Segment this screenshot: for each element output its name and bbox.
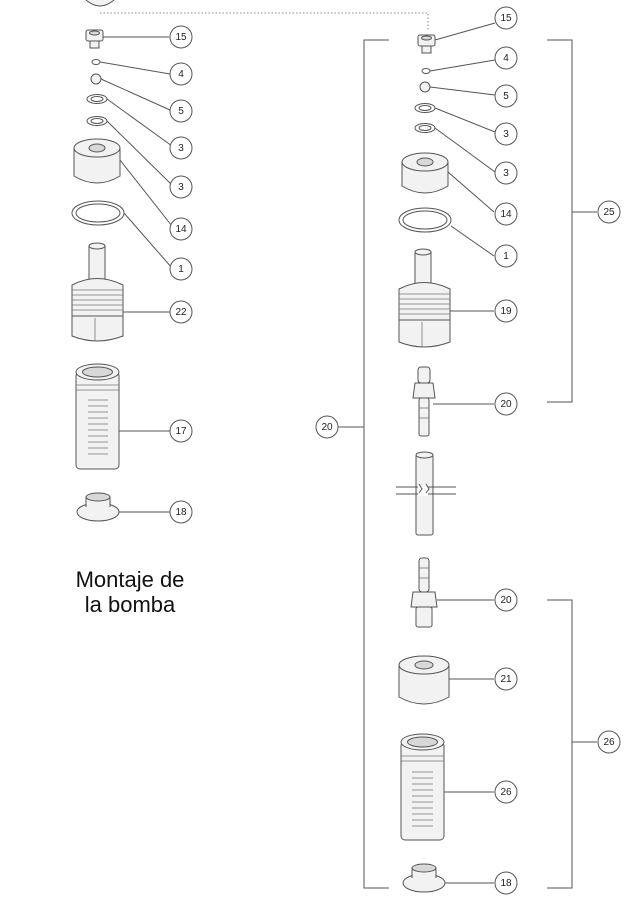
left-callout-3: 3 [169,136,193,160]
right-callout-4: 4 [494,46,518,70]
callout-label: 15 [500,13,512,24]
left-part-foot-cap [76,492,120,522]
left-callout-14: 14 [169,217,193,241]
callout-label: 5 [503,91,509,102]
assembly-title: Montaje de la bomba [40,567,220,617]
callout-label: 3 [503,129,509,140]
callout-label: 26 [500,787,512,798]
dotted-link-line [100,12,429,30]
callout-label: 26 [603,737,615,748]
callout-label: 18 [500,878,512,889]
callout-label: 18 [175,507,187,518]
groups-callout-25: 25 [597,200,621,224]
assembly-title-line-1: Montaje de [75,567,185,592]
right-callout-3: 3 [494,122,518,146]
right-part-cylinder [401,152,449,194]
left-part-large-oring [71,200,125,226]
groups-callout-26: 26 [597,730,621,754]
right-callout-26: 26 [494,780,518,804]
callout-label: 3 [178,182,184,193]
left-part-ball [90,73,102,85]
callout-label: 4 [178,69,184,80]
callout-label: 19 [500,306,512,317]
callout-label: 20 [500,595,512,606]
assembly-title-line-2: la bomba [84,592,176,617]
left-callout-22: 22 [169,300,193,324]
right-callout-19: 19 [494,299,518,323]
callout-label: 5 [178,106,184,117]
left-part-filter-screen [75,363,120,470]
left-part-washer-b [86,116,108,126]
callout-label: 14 [175,224,187,235]
right-callout-14: 14 [494,202,518,226]
right-part-small-oring [421,68,431,74]
right-part-outlet-housing [398,248,451,348]
left-part-valve-seat [85,29,104,49]
callout-label: 1 [178,264,184,275]
callout-label: 3 [503,168,509,179]
left-part-inlet-housing [71,242,124,342]
left-part-cylinder [73,138,121,184]
group-callouts: 20 25 26 [315,200,621,754]
right-part-filter-screen [400,733,445,841]
left-callout-4: 4 [169,62,193,86]
right-callout-18: 18 [494,871,518,895]
group-brackets [338,39,597,889]
left-callout-15: 15 [169,25,193,49]
left-callout-5: 5 [169,99,193,123]
right-part-large-oring [398,207,452,233]
left-leader-lines [99,36,173,513]
callout-label: 21 [500,674,512,685]
top-cutoff-part [85,0,115,7]
callout-label: 4 [503,53,509,64]
left-callout-18: 18 [169,500,193,524]
right-assembly [396,34,456,893]
right-callout-15: 15 [494,6,518,30]
callout-label: 20 [500,399,512,410]
right-part-washer-a [414,103,436,113]
right-callout-1: 1 [494,244,518,268]
callout-label: 1 [503,251,509,262]
groups-callout-20: 20 [315,415,339,439]
right-leader-lines [429,22,496,884]
left-part-small-oring [91,59,101,65]
right-part-washer-b [414,123,436,133]
right-callout-5: 5 [494,84,518,108]
right-part-barb-fitting-lower [410,557,438,628]
callout-label: 3 [178,143,184,154]
callout-label: 25 [603,207,615,218]
right-part-weight [398,655,450,705]
right-part-tube [396,451,456,536]
left-assembly [71,0,429,522]
right-part-barb-fitting-upper [412,366,436,437]
right-callout-20: 20 [494,588,518,612]
right-callout-21: 21 [494,667,518,691]
left-callout-3: 3 [169,175,193,199]
callout-label: 20 [321,422,333,433]
right-callout-3: 3 [494,161,518,185]
callout-label: 15 [175,32,187,43]
left-callouts: 15 4 5 3 3 14 1 22 17 18 [169,25,193,524]
right-callout-20: 20 [494,392,518,416]
callout-label: 14 [500,209,512,220]
right-part-foot-cap [402,863,446,893]
right-part-ball [419,81,431,93]
left-callout-17: 17 [169,419,193,443]
right-callouts: 15 4 5 3 3 14 1 19 20 20 21 26 18 [494,6,518,895]
callout-label: 22 [175,307,187,318]
callout-label: 17 [175,426,187,437]
right-part-valve-seat [417,34,436,54]
left-callout-1: 1 [169,257,193,281]
left-part-washer-a [86,94,108,104]
